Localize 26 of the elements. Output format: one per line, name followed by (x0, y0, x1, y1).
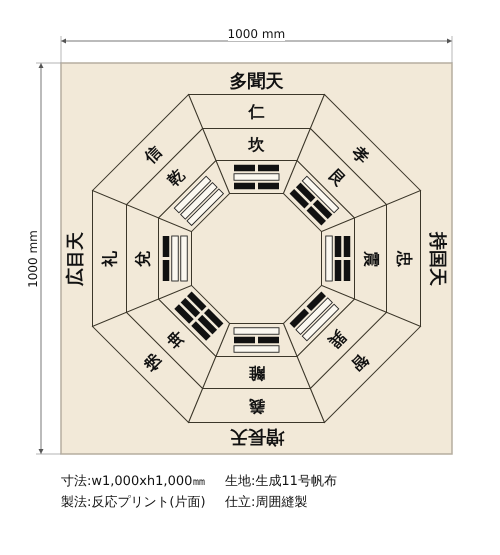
virtue-character: 信 (140, 142, 166, 168)
virtue-character: 悌 (140, 350, 166, 376)
guardian-label: 多聞天 (230, 72, 284, 92)
guardian-label: 増長天 (230, 426, 284, 446)
spec-note: 仕立:周囲縫製 (225, 494, 308, 510)
trigram-name: 乾 (163, 165, 189, 191)
virtue-character: 義 (248, 396, 266, 414)
spec-note: 製法:反応プリント(片面) (61, 494, 206, 510)
spec-note: 寸法:w1,000xh1,000㎜ (61, 474, 206, 488)
trigram-name: 兌 (134, 250, 152, 268)
virtue-character: 仁 (248, 102, 266, 120)
guardian-label: 持国天 (427, 232, 447, 286)
trigram-name: 巽 (324, 326, 350, 352)
trigram-name: 艮 (324, 165, 350, 191)
virtue-character: 孝 (348, 142, 374, 168)
trigram-name: 離 (248, 364, 266, 382)
guardian-label: 広目天 (66, 232, 86, 286)
trigram-name: 坎 (248, 136, 266, 154)
virtue-character: 忠 (394, 250, 412, 268)
spec-note: 生地:生成11号帆布 (225, 474, 337, 488)
virtue-character: 礼 (100, 250, 118, 268)
virtue-character: 智 (348, 350, 374, 376)
trigram-name: 震 (362, 250, 380, 268)
dimension-label: 1000 mm (26, 230, 40, 288)
trigram-name: 坤 (163, 326, 189, 352)
dimension-label: 1000 mm (228, 27, 286, 41)
